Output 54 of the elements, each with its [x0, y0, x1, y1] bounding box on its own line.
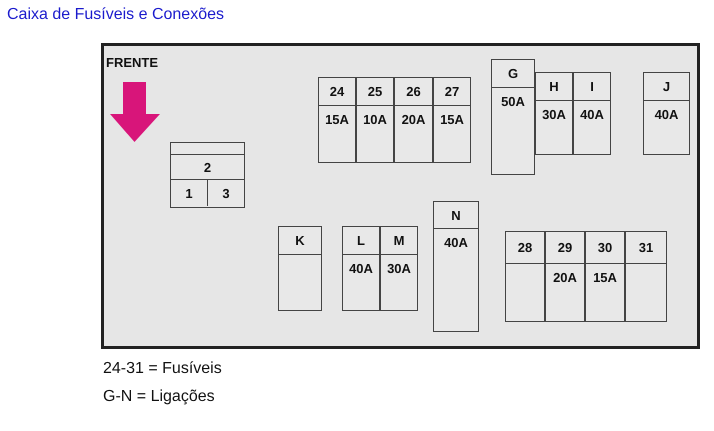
- amp-rating: 40A: [579, 107, 605, 122]
- slot-label: K: [279, 227, 321, 255]
- connection-slot: [433, 201, 479, 332]
- fuse-box-outline: [101, 43, 700, 349]
- slot-label: 2: [171, 155, 244, 180]
- fuse-slot: [585, 231, 625, 322]
- slot-label: 29: [546, 232, 584, 264]
- slot-label: 31: [626, 232, 666, 264]
- fuse-slot: [356, 77, 394, 163]
- diagram-title: Caixa de Fusíveis e Conexões: [7, 6, 224, 24]
- front-label: FRENTE: [106, 55, 158, 70]
- slot-label: I: [574, 73, 610, 101]
- slot-label: M: [381, 227, 417, 255]
- slot-label: L: [343, 227, 379, 255]
- slot-label: G: [492, 60, 534, 88]
- slot-label: 1: [171, 180, 208, 206]
- amp-rating: 20A: [552, 270, 578, 285]
- fuse-slot: [505, 231, 545, 322]
- connection-slot: [278, 226, 322, 311]
- fuse-slot: [433, 77, 471, 163]
- slot-label: H: [536, 73, 572, 101]
- connection-slot: [380, 226, 418, 311]
- slot-label: N: [434, 202, 478, 229]
- slot-label: 27: [434, 78, 470, 106]
- amp-rating: 10A: [362, 112, 388, 127]
- relay-block: [170, 142, 245, 208]
- slot-label: 26: [395, 78, 432, 106]
- amp-rating: 40A: [654, 107, 680, 122]
- connection-slot: [535, 72, 573, 155]
- amp-rating: 30A: [541, 107, 567, 122]
- fuse-slot: [318, 77, 356, 163]
- connection-slot: [573, 72, 611, 155]
- fuse-slot: [625, 231, 667, 322]
- fuse-slot: [394, 77, 433, 163]
- connection-slot: [342, 226, 380, 311]
- fuse-slot: [545, 231, 585, 322]
- slot-label: 24: [319, 78, 355, 106]
- slot-label: 30: [586, 232, 624, 264]
- slot-label: 28: [506, 232, 544, 264]
- legend-note: G-N = Ligações: [103, 388, 215, 406]
- amp-rating: 15A: [592, 270, 618, 285]
- slot-label: J: [644, 73, 689, 101]
- slot-label: 25: [357, 78, 393, 106]
- connection-slot: [643, 72, 690, 155]
- slot-label: 3: [221, 184, 231, 202]
- amp-rating: 50A: [500, 94, 526, 109]
- amp-rating: 15A: [439, 112, 465, 127]
- legend-note: 24-31 = Fusíveis: [103, 360, 222, 378]
- amp-rating: 15A: [324, 112, 350, 127]
- amp-rating: 30A: [386, 261, 412, 276]
- amp-rating: 40A: [443, 235, 469, 250]
- connection-slot: [491, 59, 535, 175]
- amp-rating: 40A: [348, 261, 374, 276]
- amp-rating: 20A: [400, 112, 426, 127]
